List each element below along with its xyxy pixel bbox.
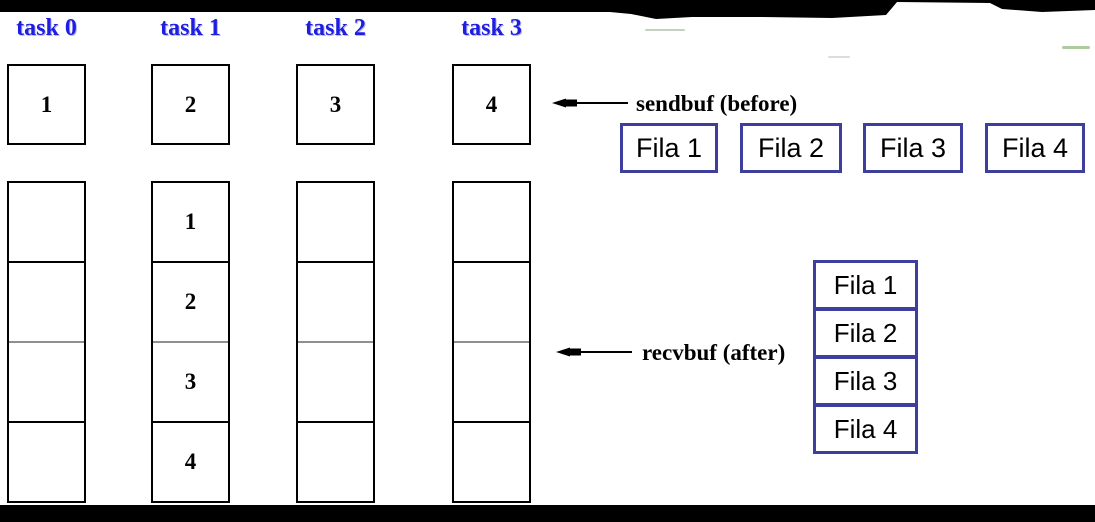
eraser-smudge xyxy=(645,29,685,31)
recvbuf-cell xyxy=(9,263,84,343)
fila-stack: Fila 1 Fila 2 Fila 3 Fila 4 xyxy=(813,260,918,454)
recvbuf-cell: 1 xyxy=(153,183,228,263)
task-label: task 3 xyxy=(461,15,522,41)
recvbuf-cell xyxy=(454,343,529,423)
sendbuf-cell: 1 xyxy=(7,64,86,145)
fila-box: Fila 3 xyxy=(863,123,963,173)
recvbuf-cell xyxy=(298,423,373,501)
recvbuf-cell xyxy=(298,263,373,343)
fila-stack-cell: Fila 4 xyxy=(816,403,915,451)
fila-box: Fila 2 xyxy=(740,123,842,173)
fila-box: Fila 1 xyxy=(620,123,718,173)
recvbuf-cell: 2 xyxy=(153,263,228,343)
eraser-smudge xyxy=(1062,46,1090,49)
recvbuf-cell xyxy=(454,263,529,343)
sendbuf-cell: 2 xyxy=(151,64,230,145)
recvbuf-caption: recvbuf (after) xyxy=(642,340,786,365)
recvbuf-column xyxy=(452,181,531,503)
bottom-scribble xyxy=(0,505,1095,522)
recvbuf-column xyxy=(296,181,375,503)
top-scribble xyxy=(0,0,1095,19)
eraser-smudge xyxy=(828,56,850,58)
recvbuf-cell xyxy=(454,423,529,501)
sendbuf-cell: 3 xyxy=(296,64,375,145)
recvbuf-cell xyxy=(454,183,529,263)
recvbuf-cell xyxy=(298,183,373,263)
left-arrow-icon xyxy=(556,347,632,357)
sendbuf-caption: sendbuf (before) xyxy=(636,91,798,116)
task-label: task 1 xyxy=(160,15,221,41)
task-label: task 2 xyxy=(305,15,366,41)
recvbuf-cell: 4 xyxy=(184,449,197,474)
recvbuf-cell xyxy=(9,183,84,263)
fila-box: Fila 4 xyxy=(985,123,1085,173)
recvbuf-cell xyxy=(9,343,84,423)
recvbuf-cell xyxy=(9,423,84,501)
fila-stack-cell: Fila 2 xyxy=(816,307,915,355)
left-arrow-icon xyxy=(552,98,628,108)
task-label: task 0 xyxy=(16,15,77,41)
recvbuf-cell: 3 xyxy=(153,343,228,423)
recvbuf-column xyxy=(7,181,86,503)
fila-stack-cell: Fila 1 xyxy=(833,269,898,300)
recvbuf-column: 1 2 3 4 xyxy=(151,181,230,503)
recvbuf-cell xyxy=(298,343,373,423)
sendbuf-cell: 4 xyxy=(452,64,531,145)
fila-stack-cell: Fila 3 xyxy=(816,355,915,403)
